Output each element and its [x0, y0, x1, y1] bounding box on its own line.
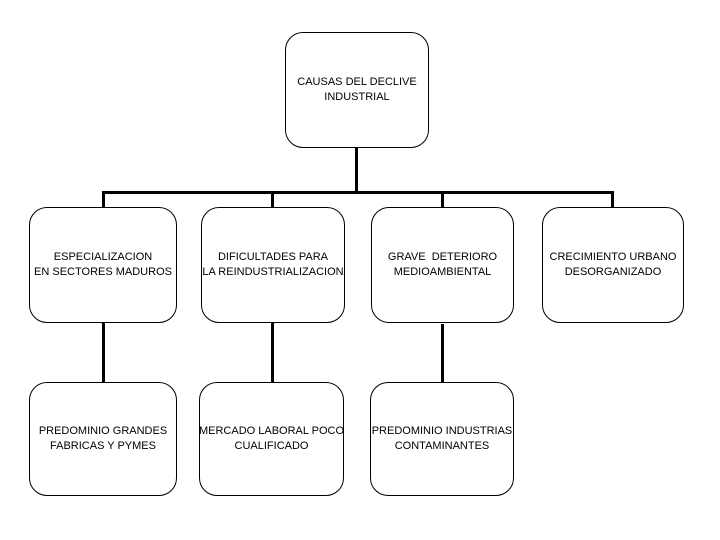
connector-especializacion-predominio-fabricas — [102, 322, 105, 383]
connector-dificultades-mercado-laboral — [271, 322, 274, 383]
node-label: PREDOMINIO GRANDES FABRICAS Y PYMES — [38, 425, 168, 452]
connector-deterioro-industrias-contaminantes — [441, 324, 444, 383]
node-dificultades-reindustrializacion: DIFICULTADES PARA LA REINDUSTRIALIZACION — [201, 207, 345, 323]
node-label: ESPECIALIZACION EN SECTORES MADUROS — [34, 251, 172, 278]
node-label: GRAVE DETERIORO MEDIOAMBIENTAL — [387, 251, 498, 278]
connector-horizontal-bus — [102, 191, 614, 194]
node-label: CRECIMIENTO URBANO DESORGANIZADO — [549, 251, 677, 278]
connector-drop-deterioro — [441, 191, 444, 208]
node-label: CAUSAS DEL DECLIVE INDUSTRIAL — [297, 76, 417, 103]
node-crecimiento-urbano-desorganizado: CRECIMIENTO URBANO DESORGANIZADO — [542, 207, 684, 323]
node-label: MERCADO LABORAL POCO CUALIFICADO — [198, 425, 345, 452]
node-especializacion-sectores-maduros: ESPECIALIZACION EN SECTORES MADUROS — [29, 207, 177, 323]
node-predominio-industrias-contaminantes: PREDOMINIO INDUSTRIAS CONTAMINANTES — [370, 382, 514, 496]
connector-drop-dificultades — [271, 191, 274, 208]
node-label: PREDOMINIO INDUSTRIAS CONTAMINANTES — [371, 425, 513, 452]
connector-drop-especializacion — [102, 191, 105, 208]
node-grave-deterioro-medioambiental: GRAVE DETERIORO MEDIOAMBIENTAL — [371, 207, 514, 323]
node-label: DIFICULTADES PARA LA REINDUSTRIALIZACION — [202, 251, 344, 278]
connector-root-stem — [355, 148, 358, 194]
connector-drop-crecimiento — [611, 191, 614, 208]
node-mercado-laboral-poco-cualificado: MERCADO LABORAL POCO CUALIFICADO — [199, 382, 344, 496]
node-predominio-grandes-fabricas-pymes: PREDOMINIO GRANDES FABRICAS Y PYMES — [29, 382, 177, 496]
node-causas-declive-industrial: CAUSAS DEL DECLIVE INDUSTRIAL — [285, 32, 429, 148]
